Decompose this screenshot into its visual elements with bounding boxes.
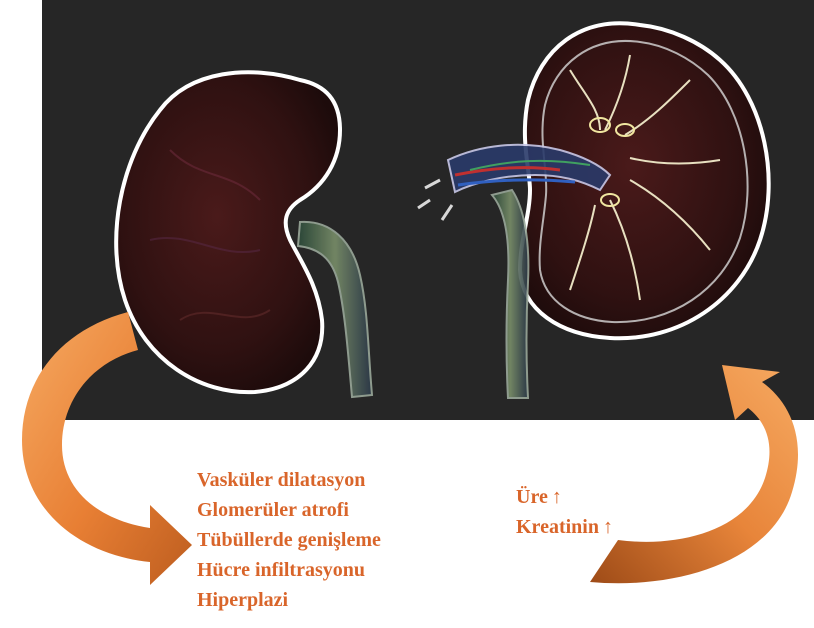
finding-item: Hücre infiltrasyonu [197, 555, 381, 585]
finding-item: Hiperplazi [197, 585, 381, 615]
lab-label: Üre [516, 486, 548, 508]
finding-item: Vasküler dilatasyon [197, 465, 381, 495]
up-arrow-icon: ↑ [603, 512, 613, 542]
lab-item-kreatinin: Kreatinin↑ [516, 512, 613, 542]
pathology-findings-list: Vasküler dilatasyon Glomerüler atrofi Tü… [197, 465, 381, 615]
lab-label: Kreatinin [516, 516, 599, 538]
finding-item: Glomerüler atrofi [197, 495, 381, 525]
finding-item: Tübüllerde genişleme [197, 525, 381, 555]
up-arrow-icon: ↑ [552, 482, 562, 512]
lab-item-ure: Üre↑ [516, 482, 613, 512]
lab-values-list: Üre↑ Kreatinin↑ [516, 482, 613, 542]
